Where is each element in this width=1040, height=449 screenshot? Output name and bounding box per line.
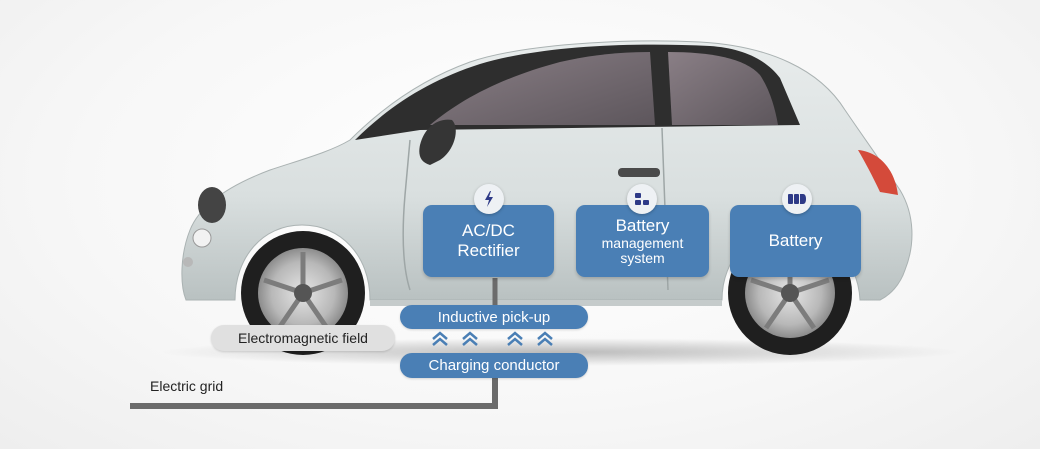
charging-conductor-pill: Charging conductor: [400, 353, 588, 378]
double-chevron-up-icon: [462, 331, 478, 346]
battery-box: Battery: [730, 205, 861, 277]
tail-light: [858, 150, 898, 195]
bms-label-line2: management: [601, 235, 684, 251]
double-chevron-up-icon: [432, 331, 448, 346]
front-grille: [198, 187, 226, 223]
car-sill: [370, 300, 722, 306]
front-window: [430, 52, 655, 125]
double-chevron-up-icon: [537, 331, 553, 346]
battery-cells-icon: [635, 193, 649, 205]
electric-grid-line: [130, 375, 498, 409]
rear-window: [668, 52, 778, 125]
bms-box: Battery management system: [576, 205, 709, 277]
double-chevron-up-icon: [507, 331, 523, 346]
inductive-pickup-pill: Inductive pick-up: [400, 305, 588, 329]
bms-icon-badge: [627, 184, 657, 214]
rectifier-label-line1: AC/DC: [462, 221, 515, 240]
headlight: [192, 228, 212, 248]
battery-label: Battery: [768, 231, 823, 250]
rectifier-box: AC/DC Rectifier: [423, 205, 554, 277]
battery-icon-badge: [782, 184, 812, 214]
fog-light: [183, 257, 193, 267]
electromagnetic-field-pill: Electromagnetic field: [211, 325, 395, 351]
bms-label-line1: Battery: [615, 216, 670, 235]
inductive-pickup-label: Inductive pick-up: [437, 308, 551, 326]
electric-grid-label: Electric grid: [150, 378, 224, 394]
battery-icon: [788, 194, 806, 204]
bms-label-line3: system: [620, 250, 665, 266]
electromagnetic-field-label: Electromagnetic field: [238, 330, 368, 346]
field-arrows: [432, 331, 553, 346]
front-hub: [294, 284, 312, 302]
side-mirror: [419, 119, 456, 165]
charging-conductor-label: Charging conductor: [428, 357, 560, 374]
rear-hub: [781, 284, 799, 302]
door-handle: [618, 168, 660, 177]
rectifier-label-line2: Rectifier: [457, 241, 520, 260]
rectifier-icon-badge: [474, 184, 504, 214]
lightning-bolt-icon: [485, 191, 493, 207]
